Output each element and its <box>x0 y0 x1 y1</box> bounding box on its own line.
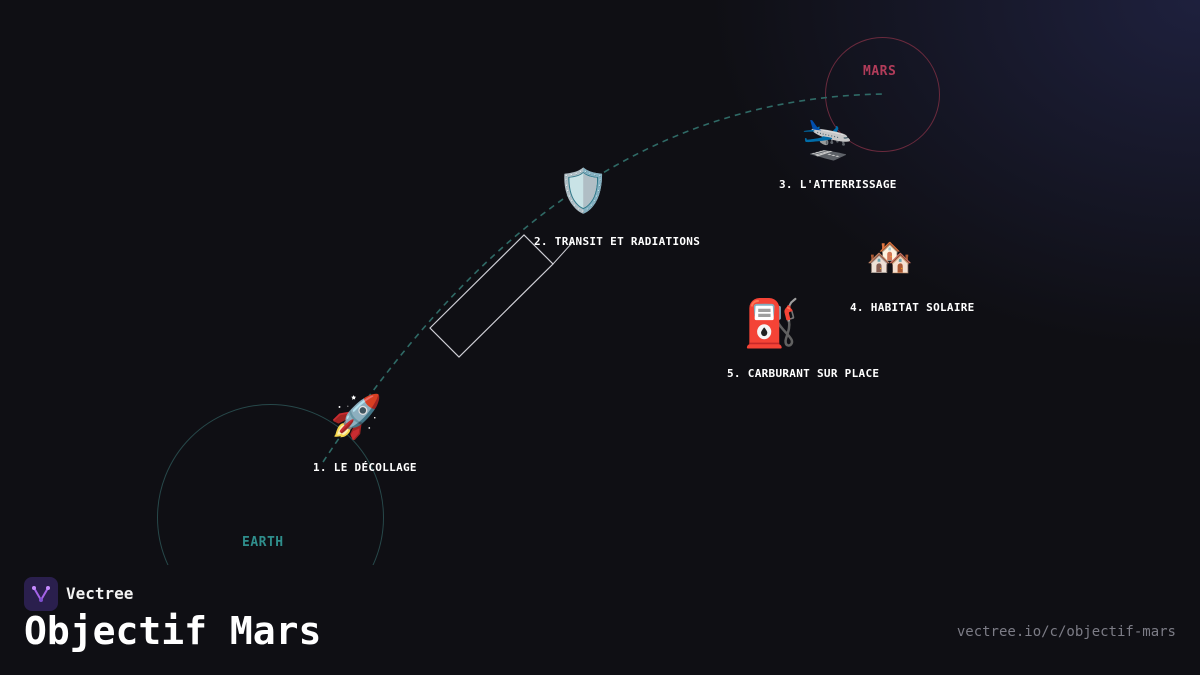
step-label-landing: 3. L'ATTERRISSAGE <box>779 178 897 191</box>
step-label-launch: 1. LE DÉCOLLAGE <box>313 461 417 474</box>
page-title: Objectif Mars <box>24 609 322 653</box>
earth-label: EARTH <box>242 535 284 550</box>
shield-icon: 🛡️ <box>557 166 610 215</box>
mars-label: MARS <box>863 64 897 79</box>
step-label-transit: 2. TRANSIT ET RADIATIONS <box>534 235 701 248</box>
trajectory-layer <box>322 93 884 463</box>
mars-circle <box>825 37 940 152</box>
spacecraft-antenna <box>552 242 573 265</box>
page-url[interactable]: vectree.io/c/objectif-mars <box>956 624 1176 640</box>
brand-name: Vectree <box>66 584 134 603</box>
vectree-logo-icon <box>32 586 50 602</box>
fuel-pump-icon: ⛽ <box>743 296 801 350</box>
step-label-fuel: 5. CARBURANT SUR PLACE <box>727 367 880 380</box>
rocket-icon: 🚀 <box>330 392 383 441</box>
step-label-habitat: 4. HABITAT SOLAIRE <box>850 301 975 314</box>
houses-icon: 🏘️ <box>866 235 914 279</box>
spacecraft-outline <box>429 234 554 358</box>
airplane-landing-icon: 🛬 <box>801 113 854 162</box>
trajectory-path <box>322 93 884 463</box>
mission-diagram: EARTH MARS 🚀 1. LE DÉCOLLAGE 🛡️ 2. TRANS… <box>157 37 975 565</box>
vectree-logo[interactable] <box>24 577 58 611</box>
